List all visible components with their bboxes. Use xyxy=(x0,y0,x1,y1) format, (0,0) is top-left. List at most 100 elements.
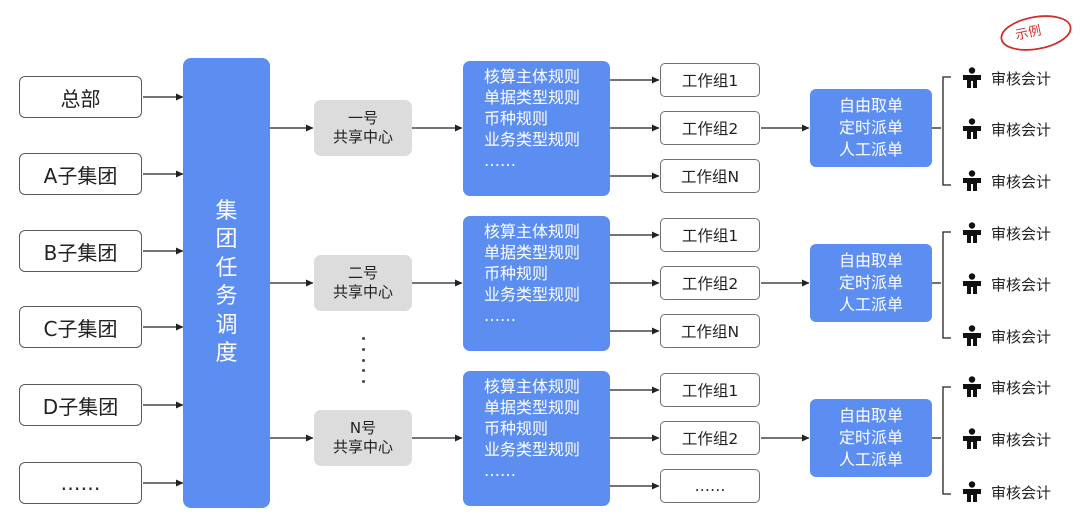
person-icon xyxy=(963,222,981,243)
dispatch-mode: 自由取单 xyxy=(838,251,903,270)
source-label: 总部 xyxy=(60,86,101,111)
example-stamp-icon xyxy=(1000,15,1072,51)
source-box-subgroup-d: D子集团 xyxy=(19,384,142,426)
workgroup-box: 工作组1 xyxy=(660,373,760,407)
rule-item: …… xyxy=(484,461,516,480)
accountant-label: 审核会计 xyxy=(991,430,1052,449)
rule-item: 单据类型规则 xyxy=(484,88,581,107)
person-icon xyxy=(963,428,981,449)
accountant: 审核会计 xyxy=(962,66,1051,90)
rule-item: 业务类型规则 xyxy=(484,130,581,149)
person-icon xyxy=(963,170,981,191)
dispatch-mode: 自由取单 xyxy=(838,96,903,115)
workgroup-box: 工作组N xyxy=(660,314,760,348)
workgroup-label: 工作组1 xyxy=(681,72,739,90)
dispatch-mode: 定时派单 xyxy=(838,273,903,292)
accountant-label: 审核会计 xyxy=(991,120,1052,139)
dispatch-mode-box-1: 自由取单 定时派单 人工派单 xyxy=(810,89,932,167)
accountant-label: 审核会计 xyxy=(991,224,1052,243)
source-box-subgroup-a: A子集团 xyxy=(19,153,142,195)
dispatch-mode: 定时派单 xyxy=(838,118,903,137)
dispatch-mode: 人工派单 xyxy=(838,295,903,314)
dispatch-mode: 自由取单 xyxy=(838,406,903,425)
accountant: 审核会计 xyxy=(962,221,1051,245)
workgroup-box: 工作组2 xyxy=(660,421,760,455)
person-icon xyxy=(963,273,981,294)
workgroup-label: 工作组2 xyxy=(681,275,739,293)
dispatch-mode-box-2: 自由取单 定时派单 人工派单 xyxy=(810,244,932,322)
person-icon xyxy=(963,325,981,346)
dispatch-mode-box-n: 自由取单 定时派单 人工派单 xyxy=(810,399,932,477)
rule-item: 币种规则 xyxy=(484,109,549,128)
workgroup-label: 工作组1 xyxy=(681,382,739,400)
rule-item: 单据类型规则 xyxy=(484,243,581,262)
shared-center-1: 一号 共享中心 xyxy=(314,100,412,156)
rules-box-1: 核算主体规则 单据类型规则 币种规则 业务类型规则 …… xyxy=(463,61,610,196)
rule-item: …… xyxy=(484,151,516,170)
center-suffix: 共享中心 xyxy=(332,438,393,456)
center-name: N号 xyxy=(349,419,377,437)
person-icon xyxy=(963,67,981,88)
person-icon xyxy=(963,376,981,397)
source-label: C子集团 xyxy=(43,316,118,341)
accountant: 审核会计 xyxy=(962,324,1051,348)
accountant: 审核会计 xyxy=(962,169,1051,193)
workgroup-label: 工作组2 xyxy=(681,120,739,138)
source-box-subgroup-c: C子集团 xyxy=(19,306,142,348)
vertical-ellipsis xyxy=(356,337,370,383)
rules-box-n: 核算主体规则 单据类型规则 币种规则 业务类型规则 …… xyxy=(463,371,610,506)
rule-item: 核算主体规则 xyxy=(484,67,581,86)
workgroup-label: 工作组2 xyxy=(681,430,739,448)
rule-item: 单据类型规则 xyxy=(484,398,581,417)
rule-item: 核算主体规则 xyxy=(484,222,581,241)
center-name: 二号 xyxy=(347,264,378,282)
center-suffix: 共享中心 xyxy=(332,283,393,301)
workgroup-box: 工作组2 xyxy=(660,111,760,145)
person-icon xyxy=(963,118,981,139)
dispatch-char: 团 xyxy=(215,227,238,252)
dispatch-mode: 定时派单 xyxy=(838,428,903,447)
accountant: 审核会计 xyxy=(962,272,1051,296)
accountant: 审核会计 xyxy=(962,427,1051,451)
center-suffix: 共享中心 xyxy=(332,128,393,146)
dispatch-char: 度 xyxy=(215,341,238,366)
accountant-label: 审核会计 xyxy=(991,69,1052,88)
accountant: 审核会计 xyxy=(962,375,1051,399)
accountant: 审核会计 xyxy=(962,480,1051,504)
workgroup-box: 工作组1 xyxy=(660,63,760,97)
source-label: D子集团 xyxy=(42,394,119,419)
dispatch-char: 集 xyxy=(215,198,238,224)
accountant: 审核会计 xyxy=(962,117,1051,141)
source-box-more: …… xyxy=(19,462,142,504)
source-label: …… xyxy=(60,471,101,495)
rule-item: 核算主体规则 xyxy=(484,377,581,396)
workgroup-box: 工作组N xyxy=(660,159,760,193)
accountant-label: 审核会计 xyxy=(991,483,1052,502)
accountant-label: 审核会计 xyxy=(991,378,1052,397)
workgroup-box: …… xyxy=(660,469,760,503)
source-box-headquarters: 总部 xyxy=(19,76,142,118)
source-box-subgroup-b: B子集团 xyxy=(19,230,142,272)
dispatch-mode: 人工派单 xyxy=(838,140,903,159)
person-icon xyxy=(963,481,981,502)
center-name: 一号 xyxy=(347,109,378,127)
accountant-label: 审核会计 xyxy=(991,327,1052,346)
rule-item: 币种规则 xyxy=(484,264,549,283)
workgroup-box: 工作组2 xyxy=(660,266,760,300)
workgroup-label: 工作组N xyxy=(680,168,740,186)
source-label: A子集团 xyxy=(43,163,118,188)
shared-center-2: 二号 共享中心 xyxy=(314,255,412,311)
rule-item: 币种规则 xyxy=(484,419,549,438)
shared-center-n: N号 共享中心 xyxy=(314,410,412,466)
workgroup-box: 工作组1 xyxy=(660,218,760,252)
workgroup-label: 工作组N xyxy=(680,323,740,341)
workgroup-label: 工作组1 xyxy=(681,227,739,245)
accountant-label: 审核会计 xyxy=(991,172,1052,191)
rule-item: 业务类型规则 xyxy=(484,285,581,304)
dispatch-char: 调 xyxy=(215,312,238,338)
dispatch-char: 任 xyxy=(215,255,238,281)
dispatch-mode: 人工派单 xyxy=(838,450,903,469)
dispatch-char: 务 xyxy=(215,284,238,309)
workgroup-label: …… xyxy=(694,477,726,495)
